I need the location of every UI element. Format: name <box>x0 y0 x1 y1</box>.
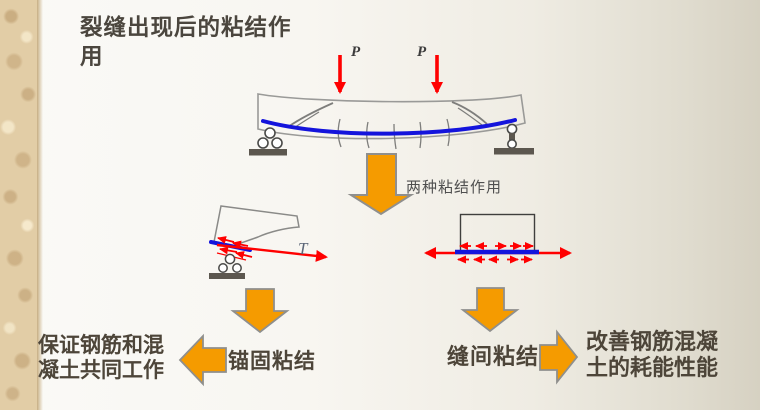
load-label-left: P <box>351 44 361 60</box>
between-cracks-outcome-text: 改善钢筋混凝土的耗能性能 <box>586 329 719 380</box>
branch-down-arrow <box>347 153 415 216</box>
between-cracks-right-arrow <box>539 329 579 385</box>
left-texture-strip <box>0 0 37 410</box>
anchorage-label: 锚固粘结 <box>228 349 316 373</box>
beam-outline <box>257 93 526 140</box>
anchorage-outcome-text: 保证钢筋和混凝土共同工作 <box>38 333 164 382</box>
between-cracks-down-arrow <box>460 287 520 333</box>
between-cracks-label: 缝间粘结 <box>447 344 540 369</box>
strip-shadow-edge <box>37 0 43 410</box>
beam-rebar-curve <box>261 118 517 136</box>
tension-label: T <box>298 239 308 258</box>
anchorage-support <box>209 253 245 279</box>
anchorage-figure <box>209 205 328 279</box>
between-cracks-figure <box>424 213 572 264</box>
crack-marks <box>287 101 488 150</box>
slide-title: 裂缝出现后的粘结作用 <box>80 15 292 70</box>
branch-label: 两种粘结作用 <box>406 180 503 196</box>
anchorage-down-arrow <box>230 288 290 334</box>
bond-stress-arrows <box>216 236 253 261</box>
anchorage-left-arrow <box>178 333 227 387</box>
support-right <box>494 123 534 155</box>
load-label-right: P <box>417 44 427 60</box>
support-left <box>249 127 287 156</box>
